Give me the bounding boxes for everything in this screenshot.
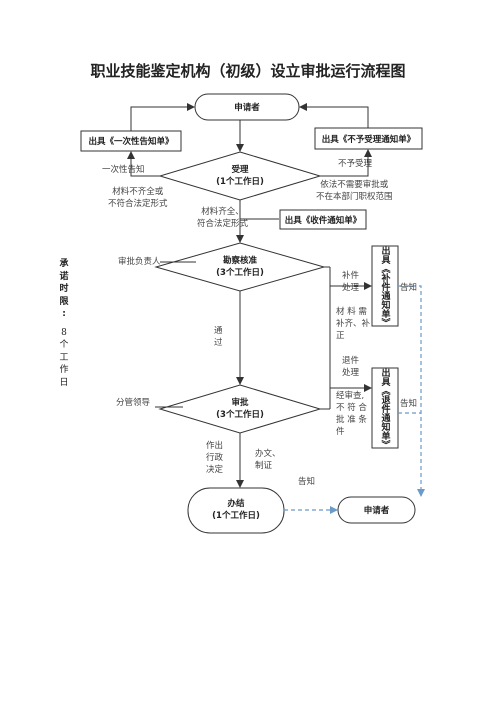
done-time: (1个工作日): [212, 511, 260, 521]
label-no-approval-1: 依法不需要审批或: [320, 180, 389, 190]
side-note-commitment: 承 诺 时 限 : 8 个 工 作 日: [57, 258, 71, 389]
label-approver: 审批负责人: [118, 257, 161, 267]
applicant-top-label: 申请者: [234, 103, 260, 113]
label-reviewed-4: 件: [336, 427, 345, 437]
label-decision-1: 作出: [206, 441, 224, 451]
label-need-supplement-2: 补齐、补: [336, 319, 371, 329]
inspect-node: 勘察核准 (3个工作日): [190, 255, 290, 279]
reject-notice-label: 出具《不予受理通知单》: [321, 134, 416, 145]
edge-dashed-supplement: [398, 285, 425, 497]
label-no-approval-2: 不在本部门职权范围: [316, 192, 393, 202]
label-notify-supplement: 告知: [400, 283, 418, 293]
label-decision-3: 决定: [206, 465, 224, 475]
approve-time: (3个工作日): [216, 410, 264, 420]
return-notice-shape: [371, 367, 399, 449]
label-passed: 通 过: [214, 325, 223, 349]
label-reviewed-2: 不 符 合: [336, 403, 367, 413]
applicant-bottom-shape: [337, 496, 416, 524]
side-note-char-4: 限: [59, 296, 69, 307]
receipt-notice-shape: [279, 209, 367, 230]
edge-accept-reject: [320, 149, 372, 177]
page-title: 职业技能鉴定机构（初级）设立审批运行流程图: [90, 62, 406, 80]
accept-title: 受理: [231, 165, 249, 175]
label-handle-1: 办文、: [255, 449, 281, 459]
side-note-char-9: 作: [59, 365, 69, 375]
label-need-supplement: 材 料 需 补齐、补 正: [336, 306, 370, 342]
label-once-notify: 一次性告知: [102, 165, 145, 175]
side-note-char-6: 8: [61, 327, 67, 338]
label-materials-incomplete-2: 不符合法定形式: [108, 199, 168, 209]
label-reviewed: 经审查, 不 符 合 批 准 条 件: [336, 390, 367, 438]
inspect-time: (3个工作日): [216, 268, 264, 278]
label-decision: 作出 行政 决定: [206, 440, 223, 476]
label-passed-1: 通: [214, 326, 223, 336]
label-decision-2: 行政: [206, 453, 224, 463]
label-no-accept: 不予受理: [338, 159, 373, 169]
label-return: 退件 处理: [342, 355, 359, 379]
label-need-supplement-1: 材 料 需: [336, 307, 367, 317]
approve-title: 审批: [231, 398, 249, 408]
label-notify-return: 告知: [400, 399, 418, 409]
receipt-notice-label: 出具《收件通知单》: [284, 215, 362, 226]
label-return-1: 退件: [342, 356, 360, 366]
label-leader: 分管领导: [116, 398, 151, 408]
inspect-title: 勘察核准: [222, 256, 257, 266]
edge-once-applicant: [130, 103, 195, 131]
label-reviewed-3: 批 准 条: [336, 415, 367, 425]
accept-time: (1个工作日): [216, 177, 264, 187]
label-materials-ok: 材料齐全、 符合法定形式: [197, 206, 248, 230]
supplement-notice-label: 出具《补件通知单》: [379, 246, 390, 327]
label-no-approval: 依法不需要审批或 不在本部门职权范围: [316, 179, 393, 203]
label-supplement-2: 处理: [342, 283, 360, 293]
label-materials-ok-1: 材料齐全、: [201, 207, 244, 217]
side-note-char-5: :: [62, 309, 66, 319]
once-notice-label: 出具《一次性告知单》: [88, 137, 174, 147]
label-need-supplement-3: 正: [336, 331, 345, 341]
edge-accept-once: [127, 151, 160, 177]
label-materials-ok-2: 符合法定形式: [197, 219, 249, 229]
applicant-bottom-label: 申请者: [363, 506, 390, 516]
done-node: 办结 (1个工作日): [188, 498, 284, 522]
label-notify-bottom: 告知: [298, 477, 316, 487]
side-note-char-3: 时: [59, 284, 69, 294]
label-materials-incomplete: 材料不齐全或 不符合法定形式: [108, 186, 168, 210]
side-note-char-7: 个: [59, 340, 69, 350]
edge-reject-applicant: [299, 103, 369, 128]
done-title: 办结: [227, 499, 245, 509]
label-return-2: 处理: [342, 368, 360, 378]
label-reviewed-1: 经审查,: [336, 391, 365, 401]
label-passed-2: 过: [214, 338, 223, 348]
side-note-char-10: 日: [59, 377, 69, 388]
accept-node: 受理 (1个工作日): [190, 164, 290, 188]
label-materials-incomplete-1: 材料不齐全或: [112, 187, 164, 197]
label-supplement-1: 补件: [342, 271, 360, 281]
label-supplement: 补件 处理: [342, 270, 359, 294]
side-note-char-8: 工: [59, 352, 69, 363]
side-note-char-1: 承: [59, 259, 69, 269]
label-handle-2: 制证: [255, 461, 273, 471]
return-notice-label: 出具《退件通知单》: [379, 368, 390, 449]
label-handle: 办文、 制证: [255, 448, 281, 472]
side-note-char-2: 诺: [59, 271, 69, 282]
approve-node: 审批 (3个工作日): [190, 397, 290, 421]
supplement-notice-shape: [371, 245, 399, 327]
